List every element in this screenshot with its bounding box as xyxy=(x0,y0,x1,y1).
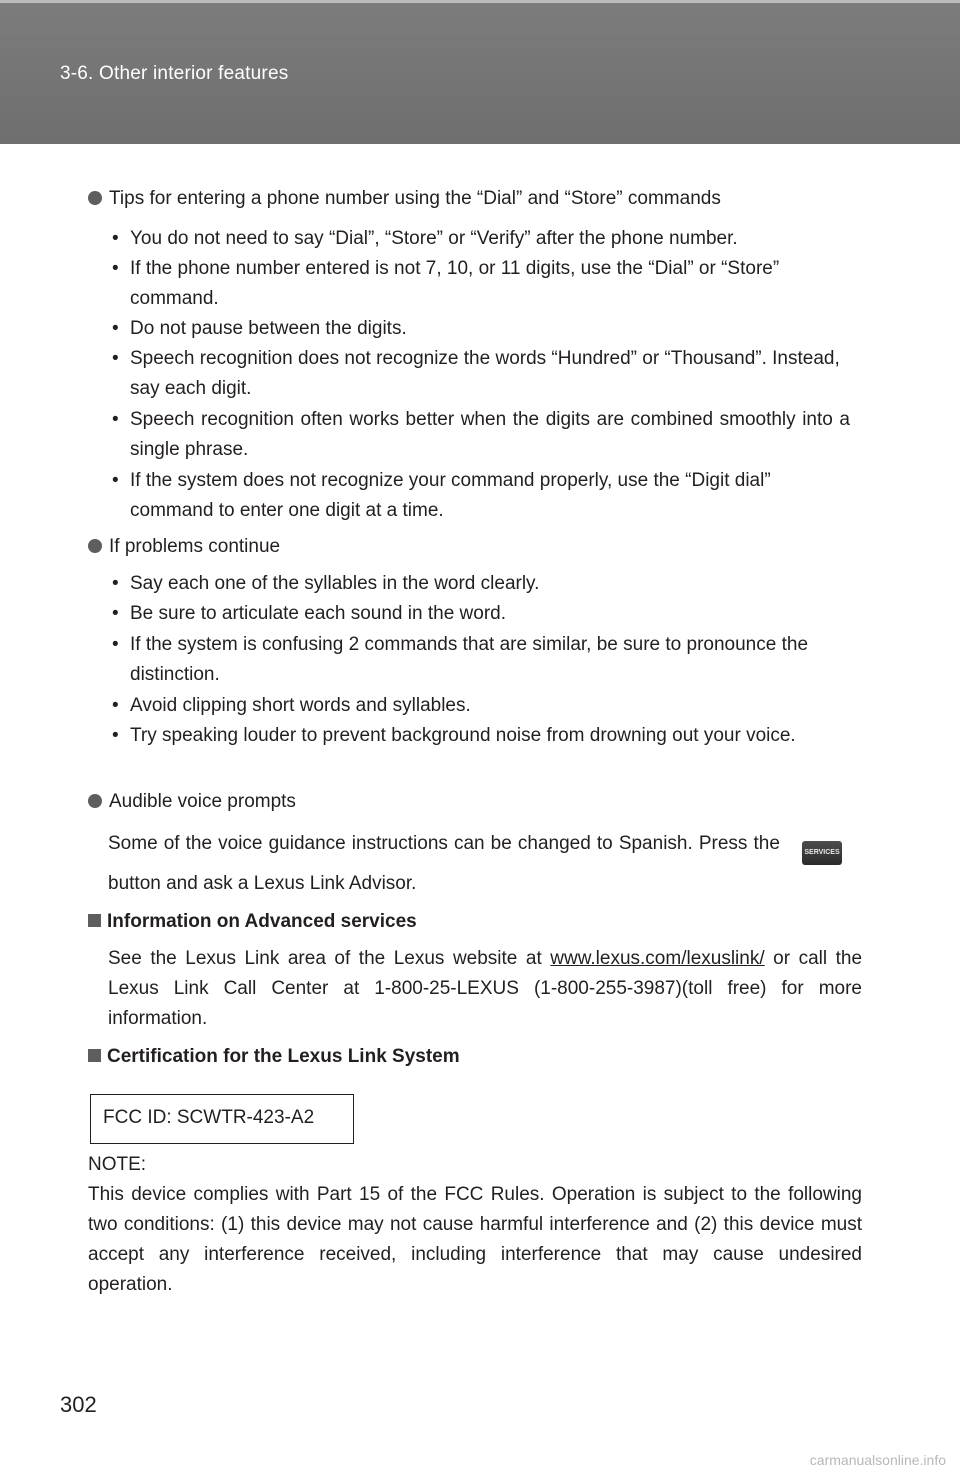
list-item: •If the system does not recognize your c… xyxy=(112,470,771,522)
chapter-title: 3-6. Other interior features xyxy=(60,63,289,84)
list-item: •If the phone number entered is not 7, 1… xyxy=(112,258,780,310)
advanced-heading: Information on Advanced services xyxy=(88,907,417,937)
page-number: 302 xyxy=(60,1392,97,1417)
list-item: •Be sure to articulate each sound in the… xyxy=(112,603,507,624)
bullet-dot-icon xyxy=(88,539,102,553)
advanced-text: See the Lexus Link area of the Lexus web… xyxy=(108,948,863,1029)
chapter-header: 3-6. Other interior features xyxy=(0,0,960,144)
bullet-dot-icon xyxy=(88,191,102,205)
square-bullet-icon xyxy=(88,914,101,927)
square-bullet-icon xyxy=(88,1049,101,1062)
audible-text: Some of the voice guidance instructions … xyxy=(108,825,862,903)
certification-heading: Certification for the Lexus Link System xyxy=(88,1042,460,1072)
list-item: •Speech recognition often works better w… xyxy=(112,409,850,461)
list-item: •If the system is confusing 2 commands t… xyxy=(112,634,809,686)
list-item: •Avoid clipping short words and syllable… xyxy=(112,695,471,716)
list-item: •Try speaking louder to prevent backgrou… xyxy=(112,725,796,746)
problems-heading: If problems continue xyxy=(88,532,280,562)
watermark: carmanualsonline.info xyxy=(809,1452,946,1468)
note-label: NOTE: xyxy=(88,1154,147,1175)
audible-heading: Audible voice prompts xyxy=(88,787,296,817)
services-button-icon: SERVICES xyxy=(802,841,843,865)
lexus-link-url[interactable]: www.lexus.com/lexuslink/ xyxy=(550,948,765,969)
bullet-dot-icon xyxy=(88,794,102,808)
list-item: •Do not pause between the digits. xyxy=(112,318,407,339)
fcc-id-box: FCC ID: SCWTR-423-A2 xyxy=(90,1094,354,1144)
list-item: •You do not need to say “Dial”, “Store” … xyxy=(112,228,738,249)
note-text: This device complies with Part 15 of the… xyxy=(88,1184,862,1295)
list-item: •Speech recognition does not recognize t… xyxy=(112,348,840,400)
tips-heading: Tips for entering a phone number using t… xyxy=(88,184,721,214)
list-item: •Say each one of the syllables in the wo… xyxy=(112,573,540,594)
